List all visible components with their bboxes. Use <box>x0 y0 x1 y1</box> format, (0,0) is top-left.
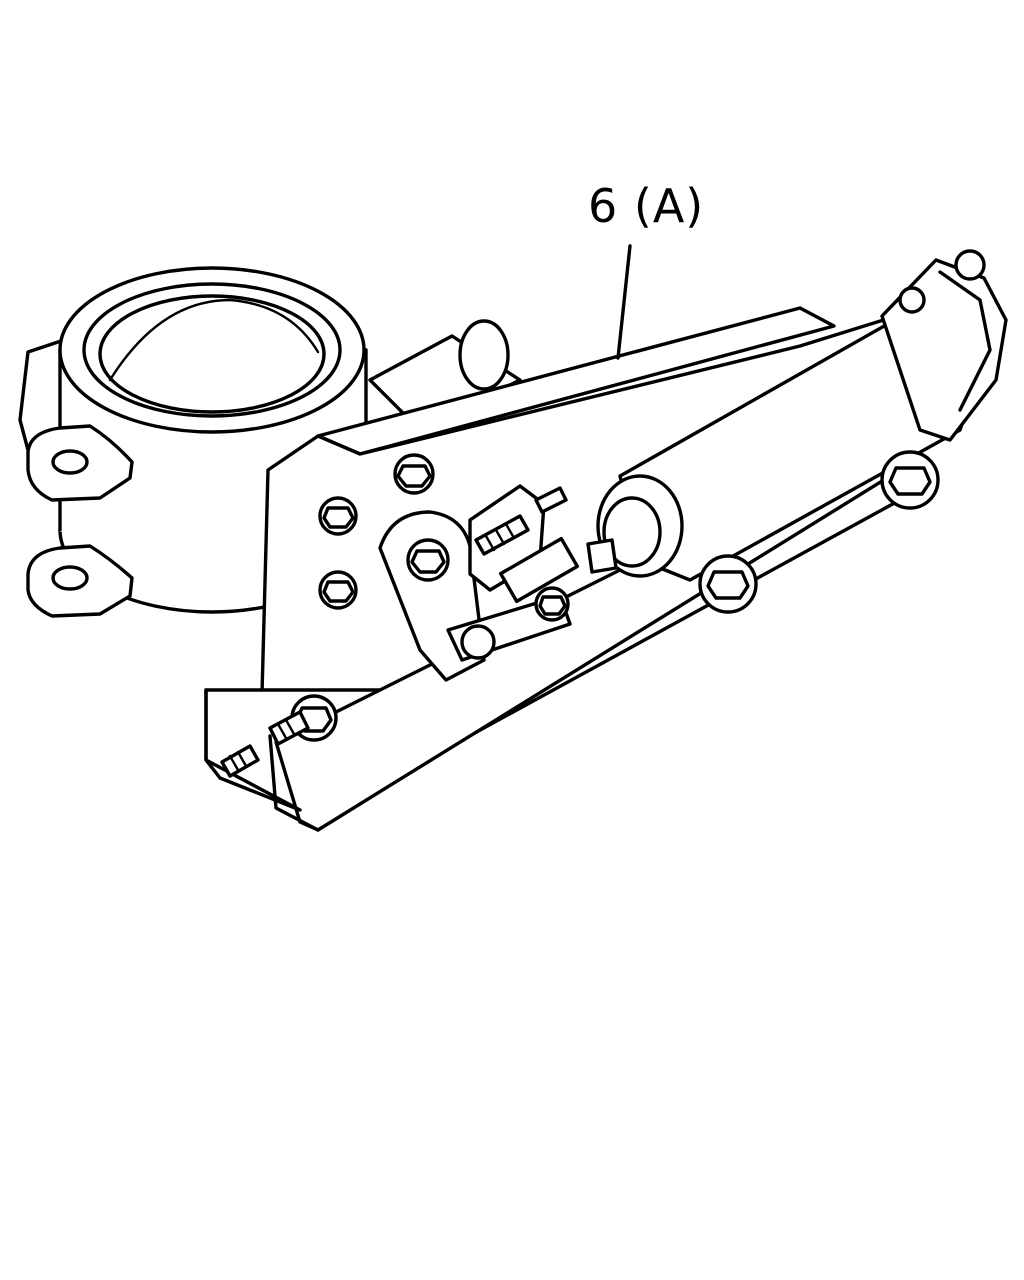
threaded-stud-2 <box>268 710 310 746</box>
threaded-stud-4 <box>474 514 530 556</box>
callout-label-6a: 6 (A) <box>588 179 705 233</box>
bolt-6 <box>460 624 496 660</box>
bolt-4 <box>406 538 450 582</box>
hydraulic-cylinder <box>586 298 992 582</box>
bolt-5 <box>534 586 570 622</box>
bolt-3 <box>318 570 358 610</box>
mounting-lug-upper <box>26 424 134 502</box>
bolt-8 <box>880 450 940 510</box>
mounting-lug-lower <box>26 544 134 618</box>
threaded-stud-3 <box>534 486 568 514</box>
bolt-1 <box>393 453 435 495</box>
bolt-7 <box>698 554 758 614</box>
callout-leader-line <box>616 244 632 360</box>
cylinder-end-mount <box>880 249 1008 442</box>
bolt-2 <box>318 496 358 536</box>
threaded-stud-1 <box>220 744 260 778</box>
rear-cylinder <box>368 319 522 432</box>
